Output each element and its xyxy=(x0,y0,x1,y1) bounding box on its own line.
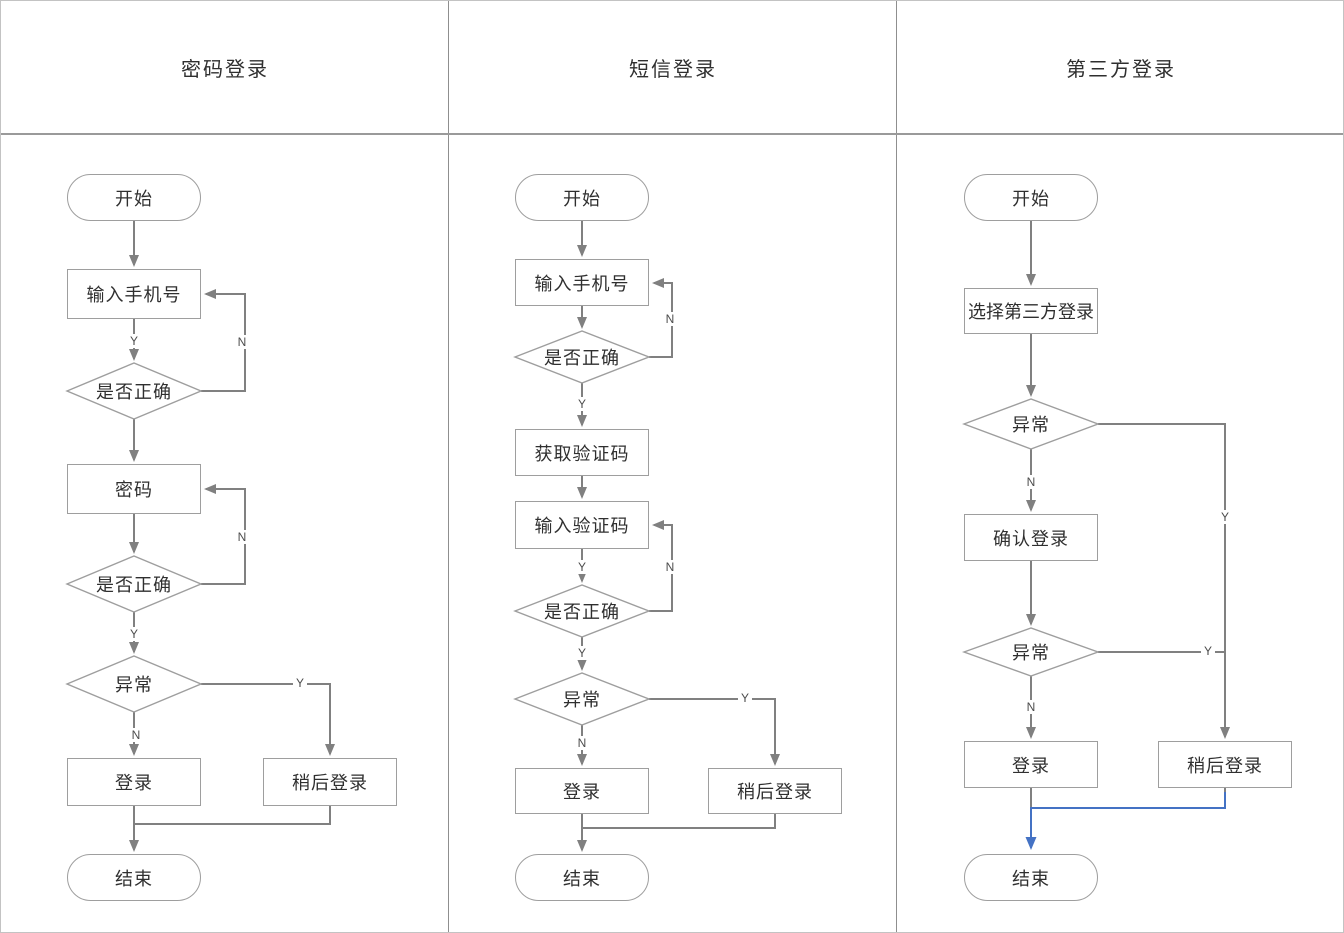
edge-highlighted-merge xyxy=(1025,792,1226,850)
sms-start-node: 开始 xyxy=(515,174,649,221)
edge-merge xyxy=(134,806,331,825)
pw-end-node: 结束 xyxy=(67,854,201,901)
sms-end-node: 结束 xyxy=(515,854,649,901)
branch-label-yes: Y xyxy=(292,676,308,690)
tp-confirm-login-node: 确认登录 xyxy=(964,514,1098,561)
branch-label-yes: Y xyxy=(1200,644,1216,658)
tp-choose-node: 选择第三方登录 xyxy=(964,288,1098,334)
pw-password-node: 密码 xyxy=(67,464,201,514)
branch-label-yes: Y xyxy=(1217,510,1233,524)
decision-diamond xyxy=(513,330,651,384)
branch-label-yes: Y xyxy=(574,560,590,574)
lane-divider xyxy=(448,1,449,932)
branch-label-no: N xyxy=(662,560,678,574)
branch-label-no: N xyxy=(234,530,250,544)
lane-divider xyxy=(896,1,897,932)
branch-label-yes: Y xyxy=(574,646,590,660)
decision-diamond xyxy=(513,584,651,638)
sms-get-code-node: 获取验证码 xyxy=(515,429,649,476)
branch-label-no: N xyxy=(234,335,250,349)
lane-title: 第三方登录 xyxy=(1066,58,1176,81)
thirdparty-highlight-edge xyxy=(1025,792,1226,850)
decision-diamond xyxy=(65,555,203,613)
tp-login-node: 登录 xyxy=(964,741,1098,788)
lane-header-thirdparty: 第三方登录 xyxy=(897,1,1343,133)
branch-label-no: N xyxy=(574,736,590,750)
tp-end-node: 结束 xyxy=(964,854,1098,901)
pw-input-phone-node: 输入手机号 xyxy=(67,269,201,319)
lane-title: 短信登录 xyxy=(629,58,717,81)
pw-login-later-node: 稍后登录 xyxy=(263,758,397,806)
branch-label-no: N xyxy=(1023,700,1039,714)
branch-label-no: N xyxy=(1023,475,1039,489)
branch-label-yes: Y xyxy=(126,334,142,348)
branch-label-no: N xyxy=(128,728,144,742)
header-divider xyxy=(1,133,1343,135)
branch-label-yes: Y xyxy=(126,627,142,641)
tp-login-later-node: 稍后登录 xyxy=(1158,741,1292,788)
decision-diamond xyxy=(65,655,203,713)
edge-yes-branch xyxy=(201,683,335,756)
decision-shapes xyxy=(65,330,1101,726)
lane-title: 密码登录 xyxy=(181,58,269,81)
decision-diamond xyxy=(961,398,1101,450)
sms-login-node: 登录 xyxy=(515,768,649,814)
decision-diamond xyxy=(961,627,1101,677)
branch-label-yes: Y xyxy=(574,397,590,411)
pw-start-node: 开始 xyxy=(67,174,201,221)
branch-label-yes: Y xyxy=(737,691,753,705)
sms-login-later-node: 稍后登录 xyxy=(708,768,842,814)
edge-yes-branch xyxy=(649,698,780,766)
pw-login-node: 登录 xyxy=(67,758,201,806)
edge-yes-branch xyxy=(1098,423,1230,739)
branch-label-no: N xyxy=(662,312,678,326)
lane-header-sms: 短信登录 xyxy=(449,1,897,133)
sms-input-code-node: 输入验证码 xyxy=(515,501,649,549)
lane-header-password: 密码登录 xyxy=(1,1,449,133)
decision-diamond xyxy=(513,672,651,726)
tp-start-node: 开始 xyxy=(964,174,1098,221)
edge-merge xyxy=(582,814,776,829)
sms-input-phone-node: 输入手机号 xyxy=(515,259,649,306)
decision-diamond xyxy=(65,362,203,420)
